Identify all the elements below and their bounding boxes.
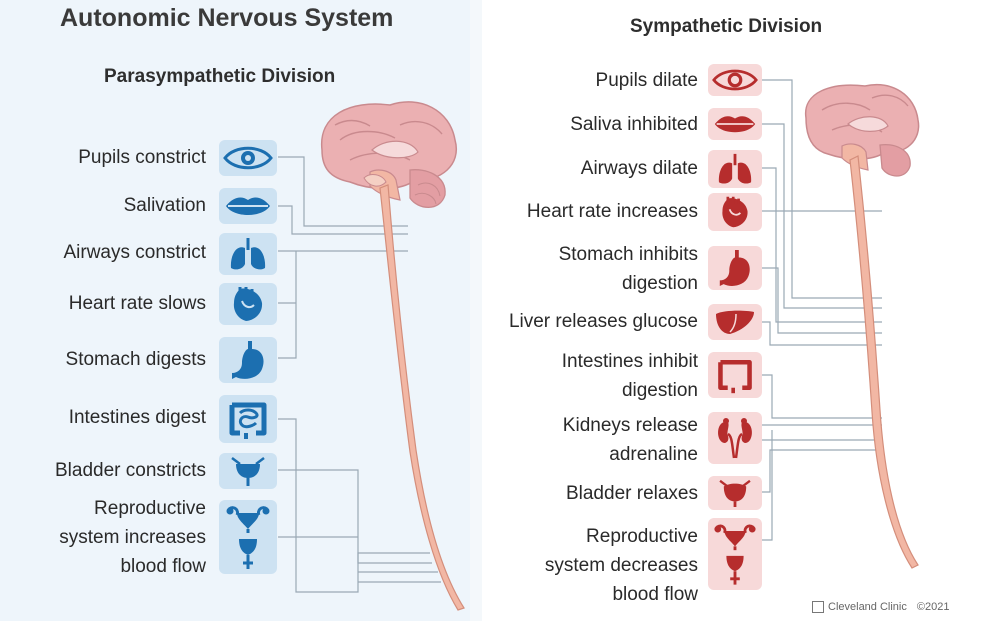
symp-label-heart: Heart rate increases xyxy=(527,197,698,226)
symp-reproductive-line-3: blood flow xyxy=(545,580,698,609)
credit: Cleveland Clinic ©2021 xyxy=(812,601,949,613)
reproductive-icon xyxy=(219,500,277,574)
intestines-icon xyxy=(708,352,762,398)
symp-label-kidneys: Kidneys release adrenaline xyxy=(563,411,698,469)
symp-label-pupils: Pupils dilate xyxy=(596,66,698,95)
cleveland-clinic-logo-icon xyxy=(812,601,824,613)
symp-label-saliva: Saliva inhibited xyxy=(570,110,698,139)
para-reproductive-line-3: blood flow xyxy=(59,552,206,581)
eye-icon xyxy=(219,140,277,176)
symp-intestines-line-1: Intestines inhibit xyxy=(562,347,698,376)
stomach-icon xyxy=(219,337,277,383)
para-reproductive-line-2: system increases xyxy=(59,523,206,552)
symp-label-intestines: Intestines inhibit digestion xyxy=(562,347,698,405)
eye-icon xyxy=(708,64,762,96)
para-label-airways: Airways constrict xyxy=(63,238,206,267)
sympathetic-title: Sympathetic Division xyxy=(630,16,822,38)
para-reproductive-line-1: Reproductive xyxy=(59,494,206,523)
lips-icon xyxy=(219,188,277,224)
symp-label-stomach: Stomach inhibits digestion xyxy=(559,240,698,298)
liver-icon xyxy=(708,304,762,340)
heart-icon xyxy=(219,283,277,325)
main-title: Autonomic Nervous System xyxy=(60,4,393,33)
para-label-bladder: Bladder constricts xyxy=(55,456,206,485)
para-label-intestines: Intestines digest xyxy=(69,403,206,432)
symp-kidneys-line-2: adrenaline xyxy=(563,440,698,469)
symp-stomach-line-2: digestion xyxy=(559,269,698,298)
symp-label-bladder: Bladder relaxes xyxy=(566,479,698,508)
symp-stomach-line-1: Stomach inhibits xyxy=(559,240,698,269)
symp-label-airways: Airways dilate xyxy=(581,154,698,183)
para-label-salivation: Salivation xyxy=(124,191,206,220)
spinal-cord-right xyxy=(850,156,918,568)
kidneys-icon xyxy=(708,412,762,464)
symp-intestines-line-2: digestion xyxy=(562,376,698,405)
bladder-icon xyxy=(708,476,762,510)
symp-reproductive-line-1: Reproductive xyxy=(545,522,698,551)
reproductive-icon xyxy=(708,518,762,590)
para-label-reproductive: Reproductive system increases blood flow xyxy=(59,494,206,581)
symp-label-reproductive: Reproductive system decreases blood flow xyxy=(545,522,698,609)
credit-year: ©2021 xyxy=(917,601,950,613)
stomach-icon xyxy=(708,246,762,290)
heart-icon xyxy=(708,193,762,231)
symp-kidneys-line-1: Kidneys release xyxy=(563,411,698,440)
credit-brand: Cleveland Clinic xyxy=(828,601,907,613)
para-label-pupils: Pupils constrict xyxy=(78,143,206,172)
symp-reproductive-line-2: system decreases xyxy=(545,551,698,580)
intestines-icon xyxy=(219,395,277,443)
symp-label-liver: Liver releases glucose xyxy=(509,307,698,336)
para-label-stomach: Stomach digests xyxy=(66,345,206,374)
lips-icon xyxy=(708,108,762,140)
lungs-icon xyxy=(219,233,277,275)
para-label-heart: Heart rate slows xyxy=(69,289,206,318)
lungs-icon xyxy=(708,150,762,188)
brain-right xyxy=(806,85,919,176)
bladder-icon xyxy=(219,453,277,489)
parasympathetic-title: Parasympathetic Division xyxy=(104,66,335,88)
